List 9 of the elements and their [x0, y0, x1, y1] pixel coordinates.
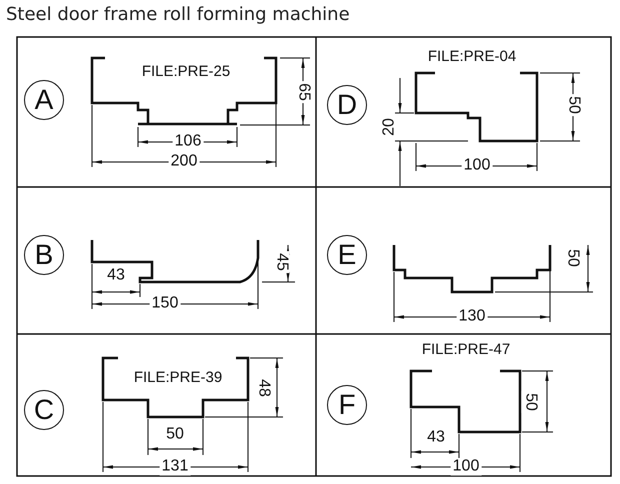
letter-circle: B — [24, 235, 64, 275]
letter-circle: F — [327, 385, 367, 425]
letter-circle: A — [24, 80, 64, 120]
letter-circle: D — [327, 85, 367, 125]
letter-circle: C — [24, 390, 64, 430]
letter-circle: E — [327, 235, 367, 275]
dimension-value: 100 — [450, 458, 482, 476]
dimension-value: 131 — [160, 458, 190, 476]
title: Steel door frame roll forming machine — [6, 4, 350, 25]
